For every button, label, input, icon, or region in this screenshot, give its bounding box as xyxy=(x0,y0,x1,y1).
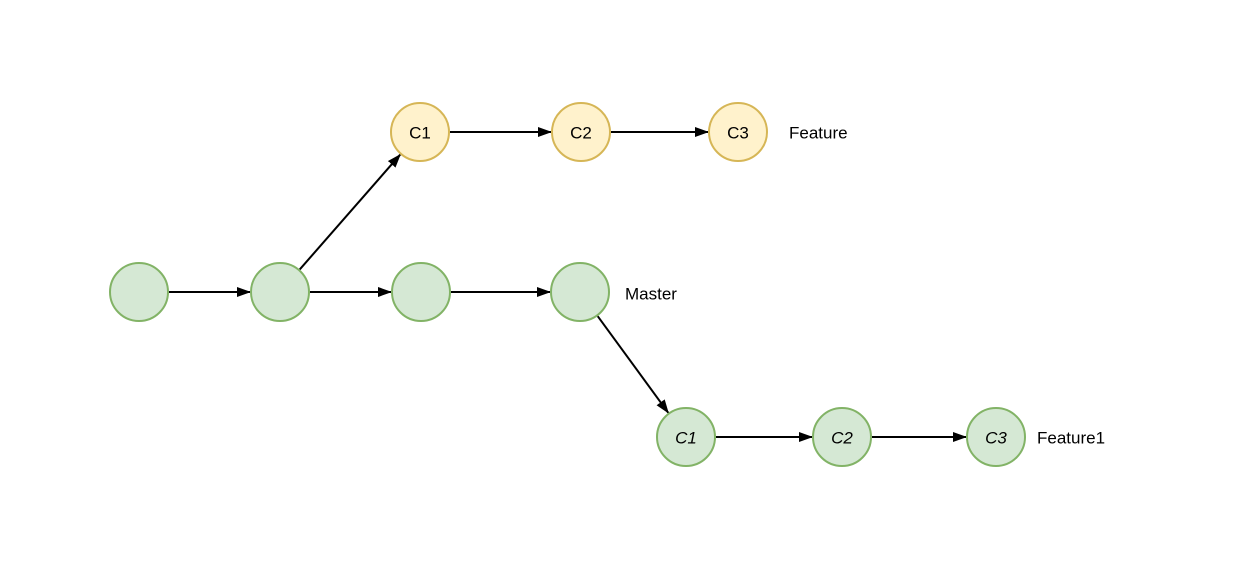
commit-node-master-2 xyxy=(250,262,310,322)
commit-label-feature1-c2: C2 xyxy=(831,429,853,448)
commit-node-feature-c3: C3 xyxy=(708,102,768,162)
commit-node-feature1-c2: C2 xyxy=(812,407,872,467)
commit-label-feature-c1: C1 xyxy=(409,124,431,143)
branch-label-feature1: Feature1 xyxy=(1037,429,1105,448)
commit-label-feature1-c3: C3 xyxy=(985,429,1007,448)
commit-node-feature-c2: C2 xyxy=(551,102,611,162)
commit-node-master-1 xyxy=(109,262,169,322)
commit-node-feature1-c3: C3 xyxy=(966,407,1026,467)
commit-node-feature1-c1: C1 xyxy=(656,407,716,467)
commit-arrow-master-2-to-feature-c1 xyxy=(299,153,401,271)
commit-node-master-3 xyxy=(391,262,451,322)
commit-label-feature-c3: C3 xyxy=(727,124,749,143)
commit-node-master-4 xyxy=(550,262,610,322)
commit-label-feature1-c1: C1 xyxy=(675,429,697,448)
commit-node-feature-c1: C1 xyxy=(390,102,450,162)
branch-label-feature: Feature xyxy=(789,124,848,143)
commit-label-feature-c2: C2 xyxy=(570,124,592,143)
branch-label-master: Master xyxy=(625,285,677,304)
commit-arrow-master-4-to-feature1-c1 xyxy=(596,315,670,414)
